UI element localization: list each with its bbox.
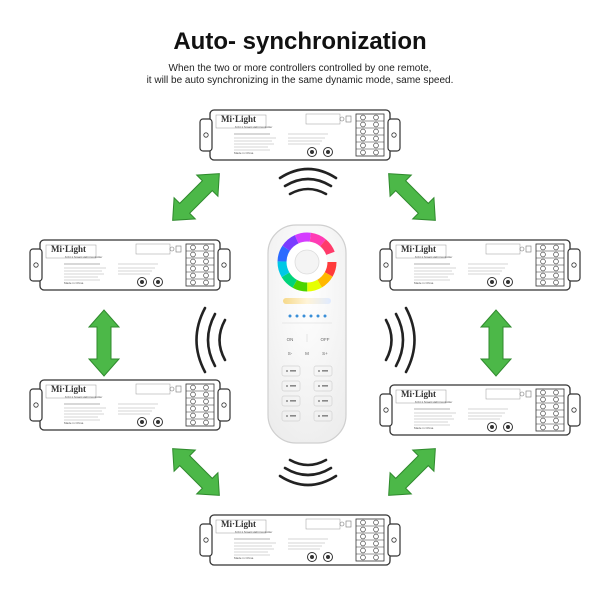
signal-waves-bottom-icon bbox=[278, 458, 338, 487]
controller-model: 6 IN 1 Smart LED Controller bbox=[415, 400, 452, 404]
controller-brand: Mi·Light bbox=[401, 389, 436, 399]
controller-model: 6 IN 1 Smart LED Controller bbox=[65, 255, 102, 259]
sync-arrow-lower-right-icon bbox=[377, 437, 447, 507]
remote-on-button: ON bbox=[287, 337, 294, 342]
sync-arrow-right-icon bbox=[480, 309, 512, 377]
signal-waves-top-icon bbox=[278, 167, 338, 196]
controller-origin: Made in China bbox=[234, 556, 254, 560]
remote-off-button: OFF bbox=[321, 337, 330, 342]
remote-speed-up-button: S+ bbox=[322, 351, 328, 356]
controller-model: 6 IN 1 Smart LED Controller bbox=[415, 255, 452, 259]
sync-arrow-lower-left-icon bbox=[161, 437, 231, 507]
controller-origin: Made in China bbox=[414, 281, 434, 285]
sync-arrow-upper-left-icon bbox=[161, 162, 231, 232]
controller-brand: Mi·Light bbox=[51, 244, 86, 254]
signal-waves-left-icon bbox=[195, 306, 227, 374]
controller-mid-right: Mi·Light 6 IN 1 Smart LED Controller Mad… bbox=[379, 239, 581, 291]
controller-bottom: Mi·Light 6 IN 1 Smart LED Controller Mad… bbox=[199, 514, 401, 566]
controller-origin: Made in China bbox=[64, 281, 84, 285]
controller-low-right: Mi·Light 6 IN 1 Smart LED Controller Mad… bbox=[379, 384, 581, 436]
controller-low-left: Mi·Light 6 IN 1 Smart LED Controller Mad… bbox=[29, 379, 231, 431]
sync-arrow-upper-right-icon bbox=[377, 162, 447, 232]
controller-model: 6 IN 1 Smart LED Controller bbox=[65, 395, 102, 399]
controller-brand: Mi·Light bbox=[401, 244, 436, 254]
controller-origin: Made in China bbox=[414, 426, 434, 430]
page-title: Auto- synchronization bbox=[173, 28, 427, 55]
remote-zone-glyphs bbox=[286, 370, 328, 417]
remote-mode-button: M bbox=[305, 351, 309, 356]
signal-waves-right-icon bbox=[384, 306, 416, 374]
remote-speed-down-button: S- bbox=[288, 351, 293, 356]
remote-control: ON OFF S- M S+ bbox=[267, 224, 347, 444]
controller-origin: Made in China bbox=[64, 421, 84, 425]
controller-model: 6 IN 1 Smart LED Controller bbox=[235, 530, 272, 534]
brightness-slider bbox=[283, 298, 331, 304]
controller-top: Mi·Light 6 IN 1 Smart LED Controller Mad… bbox=[199, 109, 401, 161]
color-wheel-icon bbox=[277, 232, 337, 292]
controller-model: 6 IN 1 Smart LED Controller bbox=[235, 125, 272, 129]
subtitle-line-1: When the two or more controllers control… bbox=[168, 63, 432, 74]
remote-zone-buttons bbox=[281, 365, 333, 422]
subtitle-line-2: it will be auto synchronizing in the sam… bbox=[146, 75, 454, 86]
sync-arrow-left-icon bbox=[88, 309, 120, 377]
scene-dots bbox=[288, 314, 327, 318]
controller-mid-left: Mi·Light 6 IN 1 Smart LED Controller Mad… bbox=[29, 239, 231, 291]
controller-origin: Made in China bbox=[234, 151, 254, 155]
controller-brand: Mi·Light bbox=[51, 384, 86, 394]
controller-brand: Mi·Light bbox=[221, 114, 256, 124]
controller-brand: Mi·Light bbox=[221, 519, 256, 529]
